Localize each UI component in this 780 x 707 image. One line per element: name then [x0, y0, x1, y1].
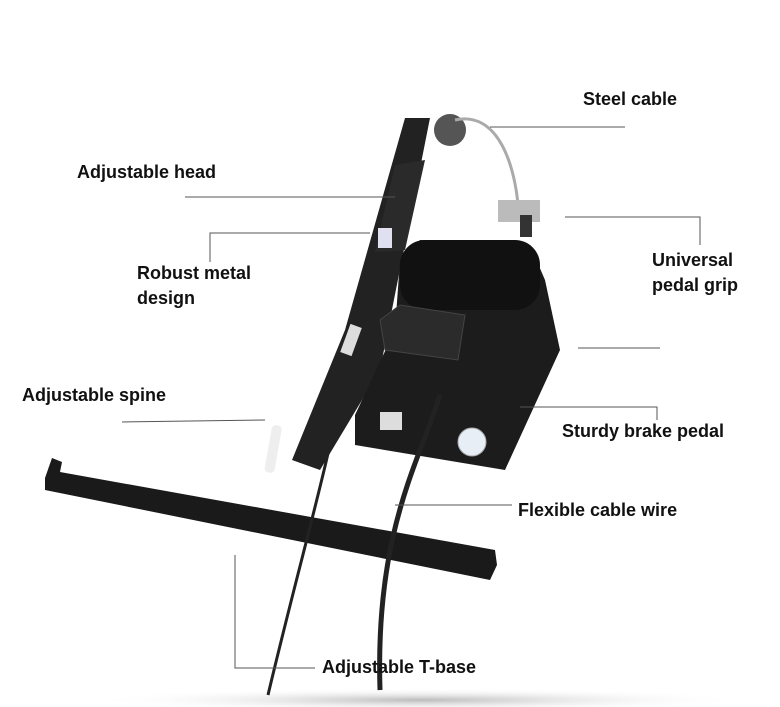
- label-sturdy-brake-pedal: Sturdy brake pedal: [562, 421, 725, 441]
- steel-cable: [454, 117, 520, 206]
- label-adjustable-head: Adjustable head: [77, 162, 217, 182]
- label-steel-cable: Steel cable: [583, 89, 678, 109]
- spine-lock-handle: [264, 425, 282, 473]
- label-line: pedal grip: [652, 275, 739, 295]
- label-adjustable-t-base: Adjustable T-base: [322, 657, 477, 677]
- pedal-grip: [498, 200, 540, 222]
- spine-sticker: [378, 228, 392, 248]
- leader-lines: [121, 126, 701, 669]
- floor-shadow: [90, 688, 750, 707]
- label-line: design: [137, 288, 196, 308]
- pulley: [434, 114, 466, 146]
- label-flexible-cable-wire: Flexible cable wire: [518, 500, 678, 520]
- t-base: [45, 458, 497, 580]
- label-robust-metal-design: Robust metal design: [137, 261, 251, 311]
- label-line: Robust metal: [137, 263, 252, 283]
- label-adjustable-spine: Adjustable spine: [22, 385, 167, 405]
- label-universal-pedal-grip: Universal pedal grip: [652, 248, 738, 298]
- label-line: Universal: [652, 250, 734, 270]
- flexible-cable-wire: [377, 394, 443, 691]
- brake-pedal: [379, 304, 466, 361]
